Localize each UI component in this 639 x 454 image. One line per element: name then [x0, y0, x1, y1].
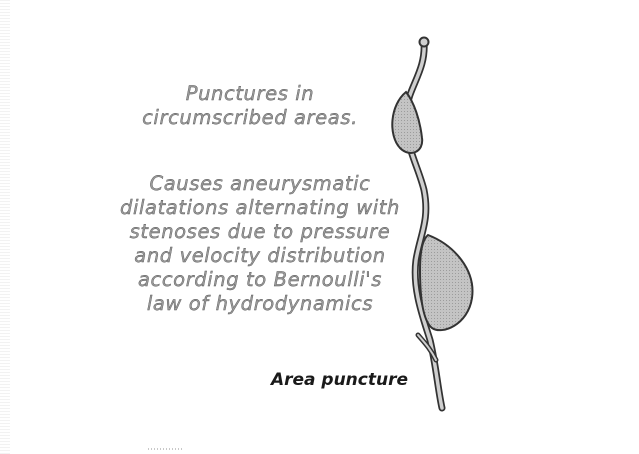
- caption-line: according to Bernoulli's: [90, 268, 430, 292]
- caption-line: stenoses due to pressure: [90, 220, 430, 244]
- caption-line: law of hydrodynamics: [90, 292, 430, 316]
- vessel-end: [420, 38, 429, 47]
- caption-causes: Causes aneurysmatic dilatations alternat…: [90, 172, 430, 316]
- scan-artifact: [148, 448, 184, 450]
- caption-line: Causes aneurysmatic: [90, 172, 430, 196]
- caption-line: and velocity distribution: [90, 244, 430, 268]
- caption-punctures: Punctures in circumscribed areas.: [120, 82, 380, 130]
- vessel-drawing: [380, 30, 510, 420]
- caption-line: dilatations alternating with: [90, 196, 430, 220]
- caption-line: Punctures in: [120, 82, 380, 106]
- caption-line: circumscribed areas.: [120, 106, 380, 130]
- scan-edge-artifact: [0, 0, 10, 454]
- upper-aneurysm: [392, 92, 422, 153]
- lower-aneurysm: [420, 235, 472, 330]
